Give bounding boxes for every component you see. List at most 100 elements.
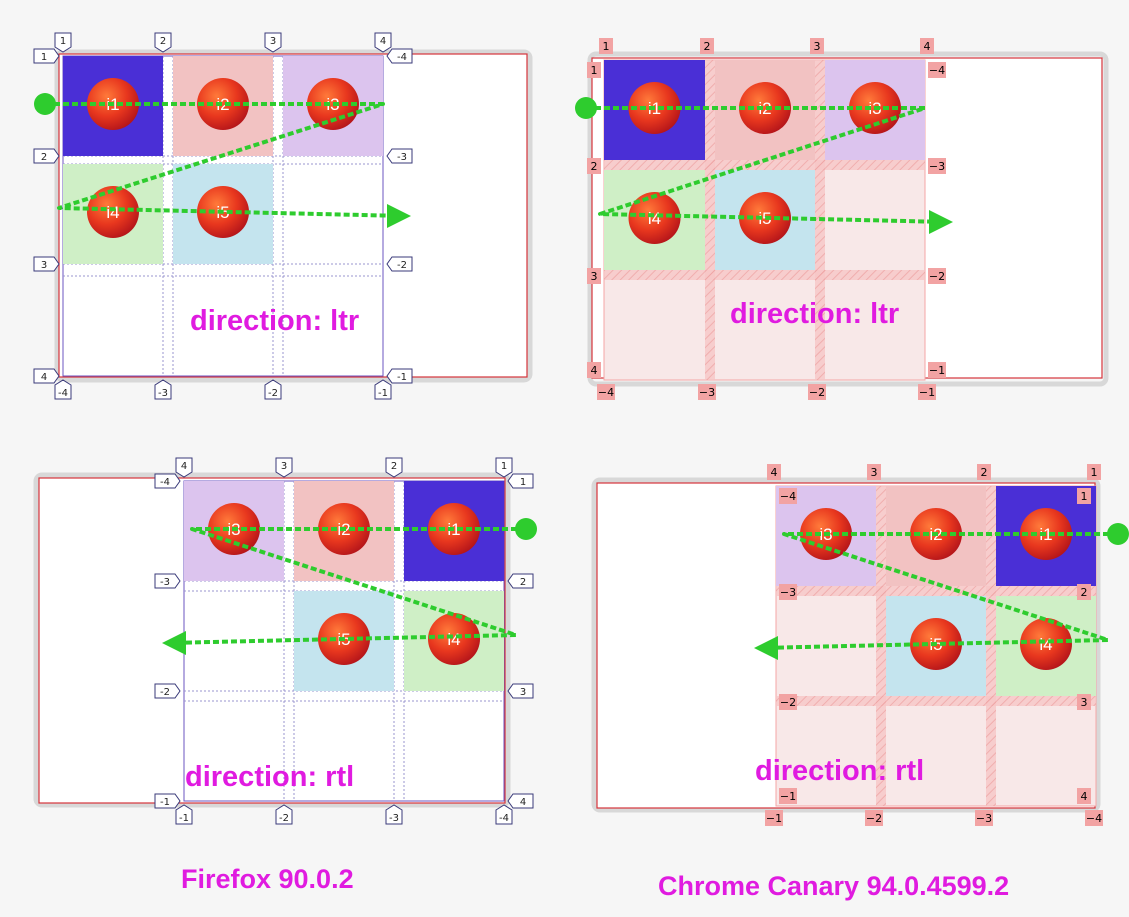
line-number-label: -2 bbox=[160, 687, 170, 698]
line-number-label: -1 bbox=[160, 797, 170, 808]
line-number-tag bbox=[779, 694, 797, 710]
line-number-tag bbox=[33, 148, 60, 164]
item-label-i5: i5 bbox=[758, 209, 771, 228]
item-label-i4: i4 bbox=[648, 209, 661, 228]
line-number-label: 1 bbox=[603, 40, 610, 53]
item-label-i2: i2 bbox=[216, 95, 229, 114]
flow-arrowhead bbox=[929, 210, 953, 234]
line-number-tag bbox=[587, 362, 601, 378]
line-number-label: 1 bbox=[1091, 466, 1098, 479]
line-number-tag bbox=[867, 464, 881, 480]
line-number-tag bbox=[698, 384, 716, 400]
flow-arrow bbox=[759, 532, 1118, 650]
line-number-label: −3 bbox=[929, 160, 945, 173]
chrome-caption: Chrome Canary 94.0.4599.2 bbox=[658, 871, 1010, 901]
item-label-i2: i2 bbox=[758, 99, 771, 118]
line-number-label: −4 bbox=[929, 64, 945, 77]
line-number-tag bbox=[386, 368, 413, 384]
direction-label: direction: ltr bbox=[730, 298, 899, 330]
line-number-label: 2 bbox=[41, 152, 47, 163]
line-number-tag bbox=[599, 38, 613, 54]
line-number-label: 1 bbox=[501, 461, 507, 472]
line-number-label: -4 bbox=[58, 388, 68, 399]
line-number-tag bbox=[275, 804, 293, 825]
line-number-tag bbox=[928, 362, 946, 378]
line-number-tag bbox=[587, 268, 601, 284]
line-number-label: -1 bbox=[179, 813, 189, 824]
line-number-label: 1 bbox=[591, 64, 598, 77]
line-number-label: 4 bbox=[520, 797, 526, 808]
line-number-label: −1 bbox=[780, 790, 796, 803]
line-number-label: 3 bbox=[281, 461, 287, 472]
line-number-label: −4 bbox=[1086, 812, 1102, 825]
line-number-tag bbox=[1085, 810, 1103, 826]
line-number-tag bbox=[175, 457, 193, 478]
outer-container bbox=[54, 49, 533, 383]
line-number-tag bbox=[33, 48, 60, 64]
line-number-tag bbox=[507, 793, 534, 809]
line-number-label: −4 bbox=[780, 490, 796, 503]
line-number-tag bbox=[54, 32, 72, 53]
line-number-tag bbox=[507, 683, 534, 699]
line-number-label: -1 bbox=[378, 388, 388, 399]
item-ball bbox=[739, 192, 791, 244]
line-number-label: 4 bbox=[181, 461, 187, 472]
line-number-tag bbox=[54, 379, 72, 400]
line-number-tag bbox=[1077, 694, 1091, 710]
line-number-tag bbox=[765, 810, 783, 826]
line-number-label: 3 bbox=[1081, 696, 1088, 709]
line-number-label: -4 bbox=[397, 52, 407, 63]
row-gap bbox=[776, 696, 1096, 706]
line-number-label: 3 bbox=[520, 687, 526, 698]
outer-container bbox=[587, 51, 1109, 387]
line-number-label: 2 bbox=[520, 577, 526, 588]
line-number-tag bbox=[587, 158, 601, 174]
line-number-tag bbox=[918, 384, 936, 400]
line-number-tag bbox=[975, 810, 993, 826]
line-number-tag bbox=[385, 804, 403, 825]
line-number-tag bbox=[865, 810, 883, 826]
item-ball bbox=[428, 613, 480, 665]
line-number-tag bbox=[928, 62, 946, 78]
line-number-tag bbox=[175, 804, 193, 825]
line-number-tag bbox=[386, 148, 413, 164]
line-number-tag bbox=[154, 573, 181, 589]
panel-chrome-rtl: i1i2i3i4i51−41−42−32−33−23−24−14−1direct… bbox=[591, 464, 1129, 826]
item-label-i4: i4 bbox=[447, 630, 460, 649]
line-number-label: 1 bbox=[520, 477, 526, 488]
line-number-tag bbox=[928, 158, 946, 174]
item-ball bbox=[628, 192, 681, 244]
line-number-tag bbox=[386, 256, 413, 272]
line-number-label: −2 bbox=[929, 270, 945, 283]
line-number-label: -2 bbox=[397, 260, 407, 271]
line-number-label: 2 bbox=[981, 466, 988, 479]
line-number-label: 3 bbox=[41, 260, 47, 271]
column-gap bbox=[705, 60, 715, 380]
line-number-tag bbox=[264, 32, 282, 53]
flow-arrowhead bbox=[162, 631, 186, 655]
line-number-label: -3 bbox=[158, 388, 168, 399]
line-number-label: -4 bbox=[160, 477, 170, 488]
line-number-label: 3 bbox=[270, 36, 276, 47]
column-gap bbox=[986, 486, 996, 806]
line-number-label: 4 bbox=[924, 40, 931, 53]
line-number-tag bbox=[154, 379, 172, 400]
line-number-tag bbox=[779, 788, 797, 804]
line-number-tag bbox=[810, 38, 824, 54]
line-number-label: 3 bbox=[814, 40, 821, 53]
line-number-label: 3 bbox=[591, 270, 598, 283]
flow-start-dot bbox=[515, 518, 537, 540]
line-number-label: 2 bbox=[591, 160, 598, 173]
line-number-label: 4 bbox=[41, 372, 47, 383]
flow-arrow bbox=[45, 102, 406, 218]
line-number-label: 1 bbox=[1081, 490, 1088, 503]
line-number-label: −3 bbox=[976, 812, 992, 825]
line-number-label: -2 bbox=[279, 813, 289, 824]
line-number-label: 2 bbox=[160, 36, 166, 47]
direction-label: direction: ltr bbox=[190, 305, 359, 337]
line-number-tag bbox=[587, 62, 601, 78]
line-number-tag bbox=[154, 473, 181, 489]
line-number-label: −3 bbox=[699, 386, 715, 399]
line-number-label: −2 bbox=[809, 386, 825, 399]
